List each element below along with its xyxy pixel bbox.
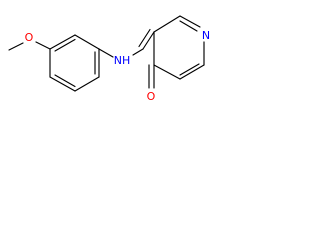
bond-phenyl-inner-3 <box>54 74 76 88</box>
carbonyl-oxygen-label: O <box>147 90 156 103</box>
bond-pyridine-1 <box>153 15 181 33</box>
bond-phenyl-2 <box>74 34 100 50</box>
bond-pyridine-inner-1 <box>179 20 198 32</box>
oxygen-methoxy-label: O <box>25 31 34 44</box>
bond-phenyl-1 <box>49 34 76 50</box>
bonds <box>8 15 205 92</box>
bond-phenyl-nh <box>98 48 114 58</box>
bond-phenyl-inner-1 <box>54 38 76 52</box>
pyridine-nitrogen-label: N <box>202 29 210 42</box>
bond-phenyl-4 <box>74 76 100 92</box>
atom-labels: O NH N O <box>25 29 210 103</box>
bond-exocyclic-1 <box>142 31 155 50</box>
bond-pyridine-inner-2 <box>179 63 200 76</box>
bond-oxygen-ring <box>35 41 51 50</box>
bond-exocyclic-2 <box>138 28 151 48</box>
nh-label: NH <box>114 54 131 67</box>
bond-pyridine-5 <box>153 64 181 80</box>
bond-nh-ch <box>132 48 144 56</box>
bond-pyridine-4 <box>179 64 205 80</box>
bond-phenyl-5 <box>49 76 76 92</box>
molecule-diagram: O NH N O <box>8 15 210 103</box>
bond-methyl-oxygen <box>8 42 24 51</box>
bond-pyridine-2 <box>179 15 201 28</box>
